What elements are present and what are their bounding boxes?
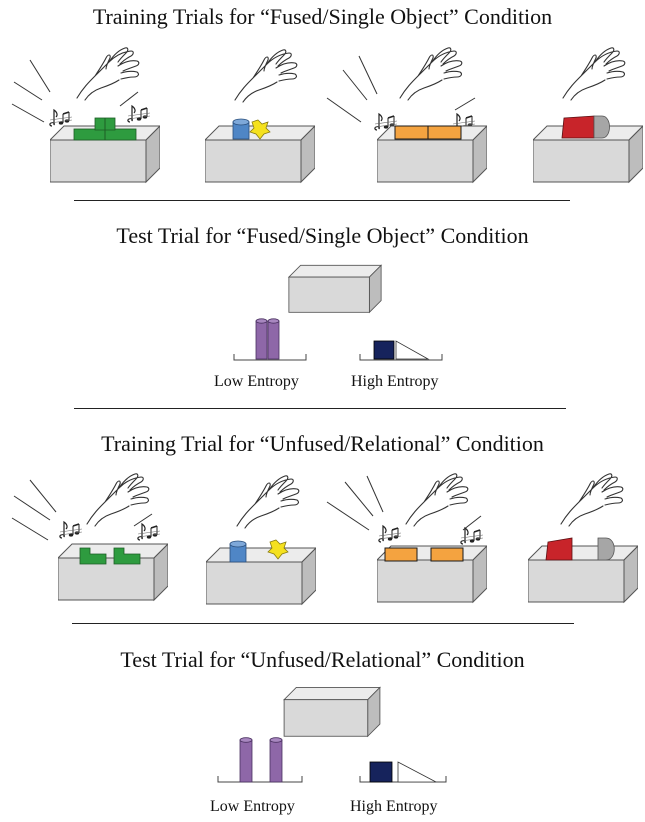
section1-title: Training Trials for “Fused/Single Object… <box>92 4 553 29</box>
training-trial-3-unfused <box>325 468 495 608</box>
red-gray-capsule-object <box>561 115 610 139</box>
low-entropy-label: Low Entropy <box>210 798 295 815</box>
box <box>206 547 316 605</box>
sound-lines-icon <box>11 479 153 541</box>
section4-title: Test Trial for “Unfused/Relational” Cond… <box>120 647 525 672</box>
hand-icon <box>405 473 469 527</box>
high-entropy-label: High Entropy <box>350 798 438 815</box>
divider <box>74 408 566 409</box>
training-trial-2-fused <box>200 42 320 187</box>
music-note-icon <box>378 525 402 543</box>
test-trial-unfused <box>214 684 464 796</box>
hand-icon <box>560 473 624 527</box>
green-t-object <box>73 117 137 141</box>
hand-icon <box>86 473 150 527</box>
training-trial-4-unfused <box>522 468 645 608</box>
music-note-icon <box>137 523 161 541</box>
music-note-icon <box>127 105 151 123</box>
box <box>288 264 382 313</box>
separated-green-l-shapes-object <box>79 547 141 565</box>
training-trial-3-fused <box>325 42 495 187</box>
training-trial-1-fused <box>10 42 160 187</box>
gray-piece-object <box>597 537 615 561</box>
box <box>528 545 638 603</box>
hand-icon <box>399 47 463 101</box>
test-trial-fused <box>228 262 468 372</box>
box <box>283 686 381 737</box>
sound-lines-icon <box>326 475 482 531</box>
separated-orange-blocks-object <box>384 547 464 562</box>
music-note-icon <box>460 527 484 545</box>
section2-title: Test Trial for “Fused/Single Object” Con… <box>116 223 529 248</box>
yellow-star-object <box>267 539 289 560</box>
sound-lines-icon <box>11 59 139 123</box>
training-trial-2-unfused <box>200 468 320 608</box>
hand-icon <box>236 475 300 529</box>
low-entropy-label: Low Entropy <box>214 373 299 390</box>
high-entropy-label: High Entropy <box>351 373 439 390</box>
low-entropy-option <box>233 318 307 361</box>
hand-icon <box>562 47 626 101</box>
red-piece-object <box>545 537 573 561</box>
blue-cylinder-object <box>229 540 247 563</box>
training-trial-1-unfused <box>10 468 170 608</box>
training-trial-4-fused <box>528 42 645 187</box>
yellow-star-object <box>249 119 271 140</box>
divider <box>74 200 570 201</box>
high-entropy-option <box>359 340 443 361</box>
music-note-icon <box>49 109 73 127</box>
music-note-icon <box>59 521 83 539</box>
section3-title: Training Trial for “Unfused/Relational” … <box>101 431 544 456</box>
orange-block-pair-object <box>394 125 462 140</box>
low-entropy-option <box>217 737 303 783</box>
hand-icon <box>234 49 298 103</box>
divider <box>72 623 574 624</box>
blue-cylinder-object <box>232 118 250 140</box>
sound-lines-icon <box>326 55 476 123</box>
high-entropy-option <box>359 761 447 783</box>
box <box>58 543 168 601</box>
hand-icon <box>76 47 140 101</box>
